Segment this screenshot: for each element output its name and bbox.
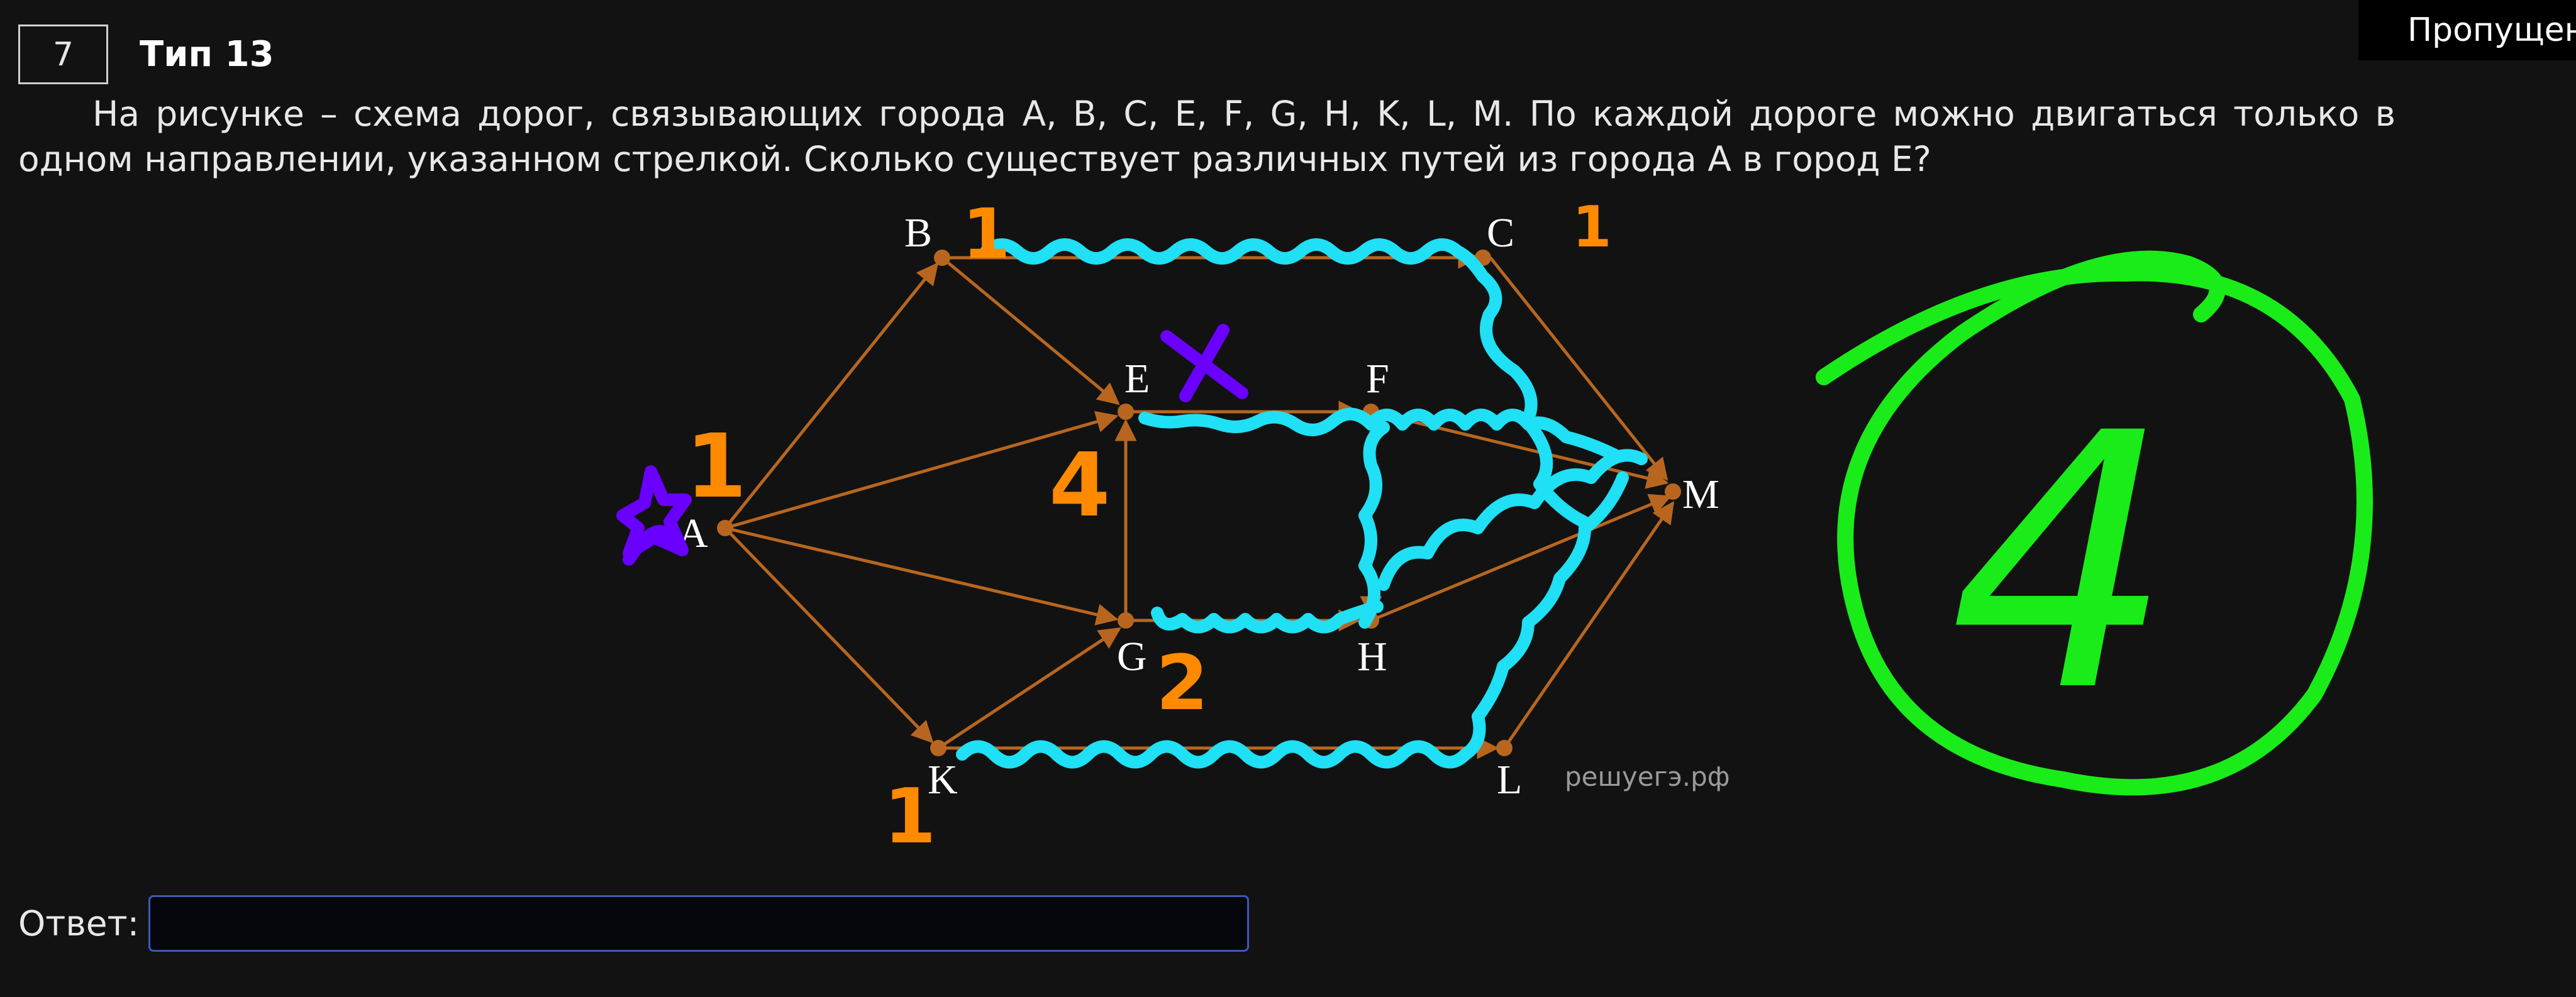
city-dot-m: [1665, 483, 1681, 500]
path-e-f-m: [1138, 407, 1623, 462]
city-dot-l: [1496, 740, 1513, 756]
road-h-m: [1370, 493, 1672, 622]
city-dot-k: [930, 740, 947, 756]
answer-circle: [1816, 250, 2373, 796]
count-a: 1: [686, 416, 747, 518]
city-label-k: K: [928, 757, 958, 803]
problem-text: На рисунке – схема дорог, связывающих го…: [18, 94, 2396, 179]
path-f-h-loop: [1358, 421, 1390, 629]
road-a-b: [724, 262, 939, 529]
city-dot-a: [717, 520, 733, 536]
road-c-m: [1489, 256, 1668, 481]
count-g: 2: [1156, 640, 1209, 727]
road-a-g: [724, 526, 1119, 625]
road-b-e: [941, 256, 1120, 405]
answer-digit: 4: [1950, 359, 2174, 769]
count-annotations: 1 1 1 1 4 2: [686, 194, 1612, 861]
task-type: Тип 13: [140, 34, 274, 75]
answer-input[interactable]: [148, 895, 1249, 952]
count-c: 1: [1572, 194, 1612, 260]
city-label-b: B: [904, 210, 932, 256]
purple-marks: [616, 324, 1248, 566]
city-label-e: E: [1124, 356, 1150, 402]
road-a-e: [724, 410, 1119, 530]
path-g-h: [1151, 600, 1384, 634]
city-label-l: L: [1497, 757, 1522, 803]
answer-label: Ответ:: [18, 903, 140, 944]
circled-answer: 4: [1816, 250, 2373, 796]
road-a-k: [724, 527, 934, 744]
watermark: решуегэ.рф: [1565, 761, 1730, 792]
count-e: 4: [1049, 434, 1110, 537]
city-dot-e: [1118, 404, 1134, 420]
road-f-m: [1370, 410, 1669, 489]
highlighted-paths: [956, 238, 1648, 769]
star-mark-a: [616, 465, 692, 566]
city-dot-b: [934, 250, 950, 266]
path-h-m: [1377, 449, 1648, 591]
city-label-m: M: [1682, 471, 1719, 517]
skipped-badge: Пропущен: [2358, 0, 2576, 60]
city-label-c: C: [1487, 210, 1514, 256]
path-b-c-m: [980, 238, 1590, 528]
path-k-l-m: [956, 471, 1629, 769]
city-dot-g: [1118, 612, 1134, 629]
city-label-f: F: [1366, 356, 1389, 402]
city-label-h: H: [1357, 634, 1387, 680]
road-k-g: [937, 627, 1121, 750]
task-number: 7: [18, 25, 108, 84]
city-label-g: G: [1117, 634, 1147, 680]
count-b: 1: [962, 194, 1011, 274]
cross-mark-e: [1160, 324, 1248, 402]
road-l-m: [1502, 501, 1675, 749]
count-k: 1: [884, 773, 936, 861]
